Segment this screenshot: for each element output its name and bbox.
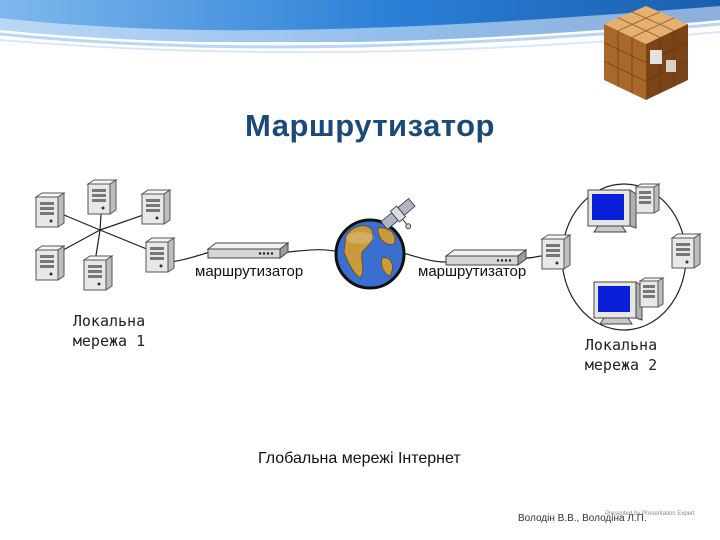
router-left-label: маршрутизатор (195, 263, 304, 280)
decorative-cube-icon (603, 6, 689, 100)
desktop-computer-icon (587, 189, 637, 233)
satellite-icon (380, 198, 416, 230)
lan1-label: Локальна мережа 1 (54, 311, 164, 351)
router-icon-left (207, 242, 289, 259)
lan2-nodes (541, 183, 701, 325)
lan2-label: Локальна мережа 2 (566, 335, 676, 375)
desktop-computer-icon (593, 281, 643, 325)
server-tower-icon (141, 189, 171, 225)
server-tower-icon (35, 245, 65, 281)
server-tower-icon (541, 234, 571, 270)
lan2-label-line2: мережа 2 (584, 356, 658, 374)
server-tower-icon (87, 179, 117, 215)
globe-icon (334, 218, 406, 290)
footer-author: Володін В.В., Володіна Л.П. (518, 513, 647, 524)
slide-title: Маршрутизатор (245, 108, 495, 143)
internet-label: Глобальна мережі Інтернет (258, 450, 461, 467)
server-tower-icon (671, 233, 701, 269)
lan2-label-line1: Локальна (584, 336, 658, 354)
lan1-label-line2: мережа 1 (72, 332, 146, 350)
server-tower-icon (145, 237, 175, 273)
router-right-label: маршрутизатор (418, 263, 527, 280)
lan1-label-line1: Локальна (72, 312, 146, 330)
server-tower-icon (635, 183, 660, 214)
watermark-text: Presented by Presentation Expert (605, 511, 695, 517)
server-tower-icon (35, 192, 65, 228)
server-tower-icon (83, 255, 113, 291)
server-tower-icon (639, 277, 664, 308)
lan1-links (51, 199, 211, 263)
lan1-servers (35, 179, 175, 291)
